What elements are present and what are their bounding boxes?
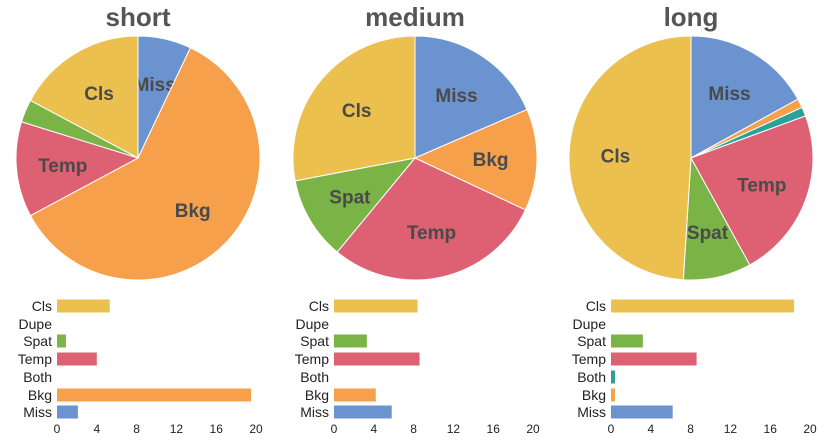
- x-tick-label: 20: [249, 422, 263, 436]
- pie-slice-cls: [29, 35, 139, 159]
- pie-slice-bkg: [413, 108, 538, 211]
- bar-miss: [57, 405, 78, 419]
- x-tick-label: 4: [370, 422, 377, 436]
- bar-miss: [611, 405, 673, 419]
- bar-category-label: Both: [300, 369, 329, 385]
- pie-label-temp: Temp: [38, 156, 87, 177]
- x-tick-label: 16: [210, 422, 224, 436]
- bar-category-label: Bkg: [305, 387, 329, 403]
- bar-miss: [334, 405, 392, 419]
- x-tick-label: 8: [133, 422, 140, 436]
- bar-category-label: Temp: [572, 351, 606, 367]
- x-tick-label: 8: [687, 422, 694, 436]
- bar-category-label: Temp: [295, 351, 329, 367]
- pie-label-cls: Cls: [342, 101, 372, 122]
- pie-slice-bkg: [29, 47, 261, 281]
- x-tick-label: 12: [724, 422, 738, 436]
- pie-slice-miss: [414, 35, 528, 159]
- x-tick-label: 20: [803, 422, 817, 436]
- x-tick-label: 16: [764, 422, 778, 436]
- bar-category-label: Bkg: [28, 387, 52, 403]
- x-tick-label: 16: [487, 422, 501, 436]
- pie-title: short: [106, 2, 171, 32]
- bar-category-label: Both: [23, 369, 52, 385]
- pie-slice-spat: [294, 157, 417, 253]
- bar-temp: [334, 352, 420, 366]
- bar-category-label: Miss: [577, 404, 606, 420]
- pie-slice-temp: [690, 115, 814, 266]
- bar-both: [611, 370, 615, 384]
- pie-label-spat: Spat: [329, 188, 371, 209]
- pie-slice-cls: [292, 35, 416, 182]
- bar-cls: [611, 299, 795, 313]
- x-tick-label: 0: [608, 422, 615, 436]
- pie-label-temp: Temp: [407, 223, 456, 244]
- bar-category-label: Dupe: [573, 316, 607, 332]
- bar-spat: [57, 334, 66, 348]
- bar-category-label: Spat: [577, 333, 606, 349]
- bar-bkg: [334, 388, 376, 402]
- bar-spat: [611, 334, 643, 348]
- bar-category-label: Cls: [586, 298, 606, 314]
- x-tick-label: 4: [647, 422, 654, 436]
- x-tick-label: 0: [331, 422, 338, 436]
- x-tick-label: 12: [170, 422, 184, 436]
- x-tick-label: 12: [447, 422, 461, 436]
- bar-cls: [334, 299, 418, 313]
- bar-category-label: Cls: [32, 298, 52, 314]
- bar-temp: [611, 352, 697, 366]
- pie-slice-miss: [690, 35, 799, 159]
- pie-label-bkg: Bkg: [175, 201, 211, 222]
- x-tick-label: 20: [526, 422, 540, 436]
- bar-category-label: Bkg: [582, 387, 606, 403]
- bar-bkg: [611, 388, 615, 402]
- pie-label-cls: Cls: [601, 147, 631, 168]
- x-tick-label: 4: [93, 422, 100, 436]
- pie-label-miss: Miss: [435, 86, 477, 107]
- bar-bkg: [57, 388, 252, 402]
- bar-category-label: Temp: [18, 351, 52, 367]
- bar-temp: [57, 352, 97, 366]
- pie-label-miss: Miss: [134, 75, 176, 96]
- bar-cls: [57, 299, 110, 313]
- pie-label-spat: Spat: [687, 223, 729, 244]
- bar-category-label: Cls: [309, 298, 329, 314]
- x-tick-label: 8: [410, 422, 417, 436]
- bar-category-label: Both: [577, 369, 606, 385]
- bar-category-label: Dupe: [19, 316, 53, 332]
- pie-slice-temp: [15, 121, 140, 217]
- pie-slice-temp: [336, 157, 527, 281]
- pie-title: long: [664, 2, 719, 32]
- pie-label-miss: Miss: [708, 84, 750, 105]
- bar-category-label: Spat: [23, 333, 52, 349]
- bar-category-label: Miss: [300, 404, 329, 420]
- bar-category-label: Dupe: [296, 316, 330, 332]
- pie-label-bkg: Bkg: [473, 150, 509, 171]
- bar-category-label: Spat: [300, 333, 329, 349]
- bar-spat: [334, 334, 367, 348]
- pie-slice-cls: [568, 35, 692, 281]
- pie-title: medium: [365, 2, 465, 32]
- pie-label-temp: Temp: [737, 176, 786, 197]
- bar-category-label: Miss: [23, 404, 52, 420]
- x-tick-label: 0: [54, 422, 61, 436]
- pie-label-cls: Cls: [84, 84, 114, 105]
